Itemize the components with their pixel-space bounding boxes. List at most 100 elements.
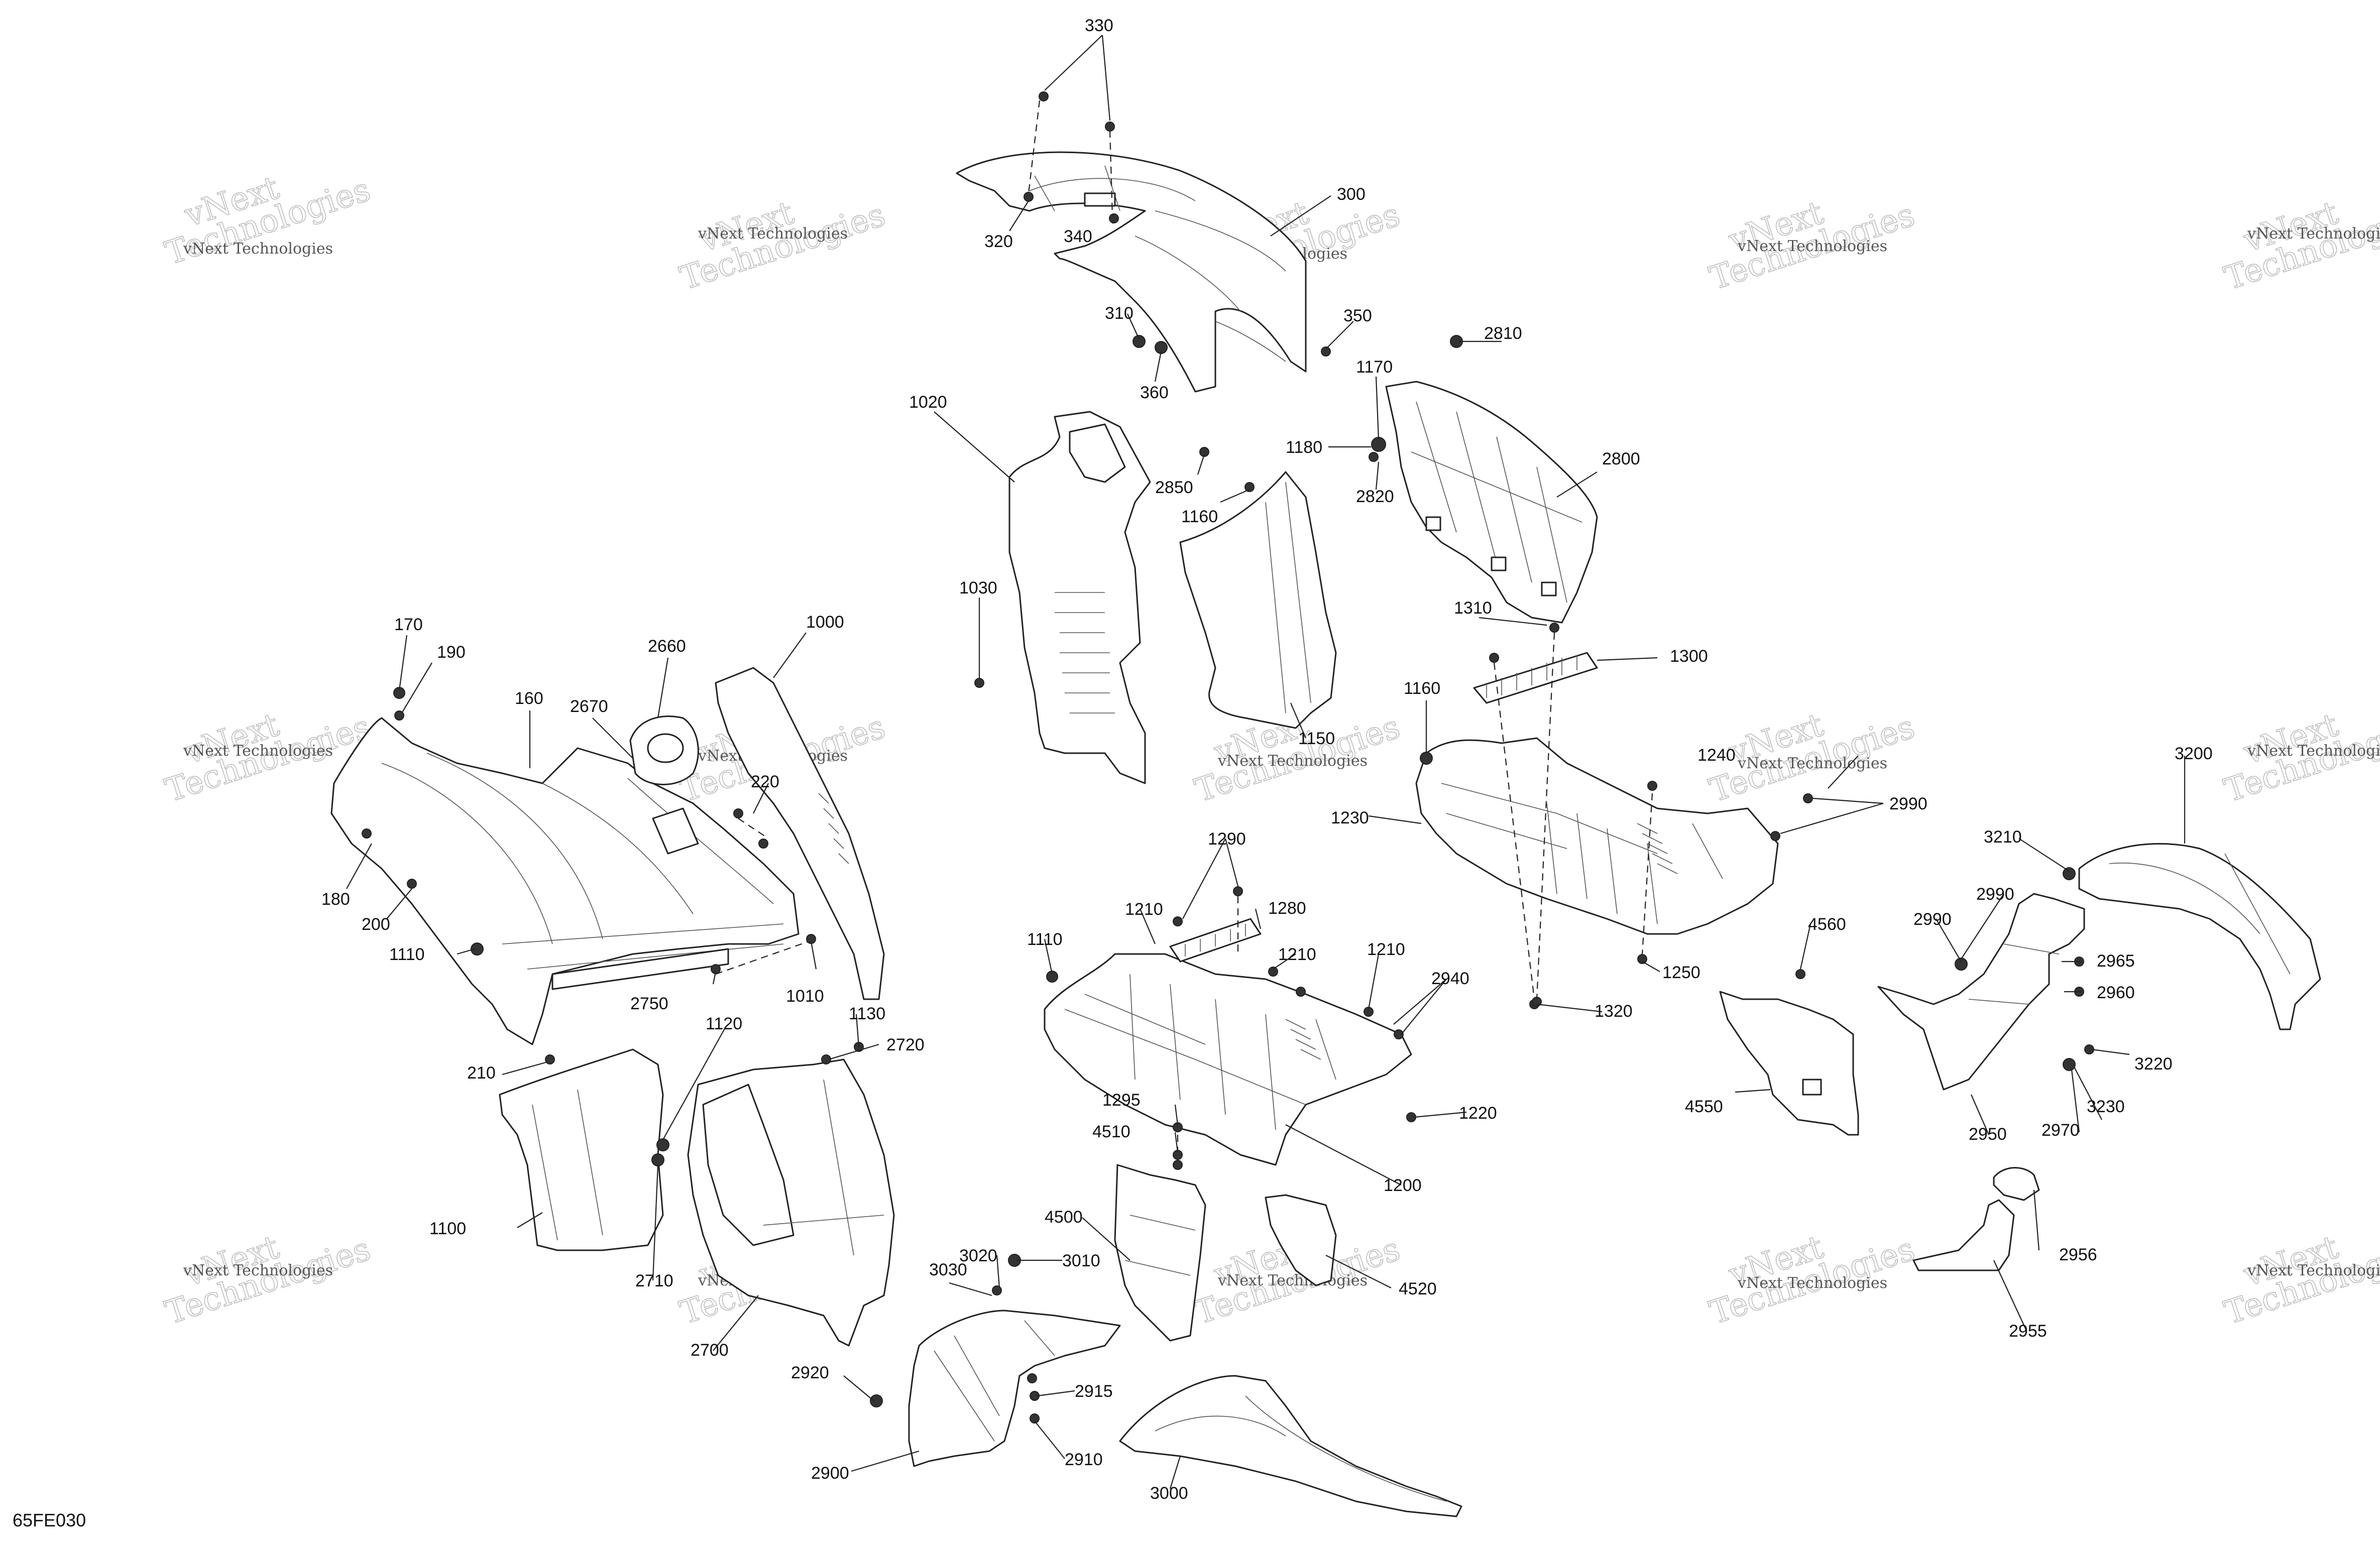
- watermark-caption-4: vNext Technologies: [1737, 238, 1887, 255]
- svg-text:vNext Technologies: vNext Technologies: [698, 225, 848, 243]
- part-1020-inner-panel: [1008, 411, 1151, 784]
- callout-210: 210: [467, 1063, 496, 1083]
- part-4520-lower-panel: [1265, 1194, 1337, 1286]
- callout-2800: 2800: [1602, 449, 1640, 468]
- watermark-mid-right: vNext Technologies: [1705, 706, 1919, 810]
- callout-1300: 1300: [1670, 647, 1708, 666]
- callout-2910: 2910: [1065, 1450, 1103, 1469]
- callout-1290: 1290: [1208, 829, 1246, 849]
- callout-3210: 3210: [1984, 827, 2022, 847]
- callout-4500: 4500: [1045, 1208, 1083, 1227]
- callout-2900: 2900: [811, 1464, 849, 1483]
- callout-1210-a: 1210: [1125, 900, 1163, 919]
- callout-3020: 3020: [959, 1246, 997, 1265]
- callout-1210-c: 1210: [1367, 940, 1405, 959]
- callout-2956: 2956: [2059, 1245, 2097, 1264]
- callout-1010: 1010: [786, 987, 824, 1006]
- part-3200-rear-fender: [2078, 843, 2321, 1030]
- callout-2965: 2965: [2097, 952, 2135, 971]
- callout-2750: 2750: [630, 994, 668, 1013]
- callout-1230: 1230: [1331, 808, 1369, 827]
- callout-200: 200: [362, 915, 390, 934]
- part-1200-center-floor: [1044, 953, 1412, 1166]
- callout-190: 190: [437, 643, 466, 662]
- leader-lines: [346, 35, 2186, 1489]
- part-2950-right-rear-bracket: [1877, 893, 2085, 1091]
- callout-2710: 2710: [635, 1271, 673, 1290]
- callout-320: 320: [984, 232, 1013, 251]
- svg-text:vNext Technologies: vNext Technologies: [2247, 1262, 2380, 1279]
- callout-2810: 2810: [1484, 324, 1522, 343]
- callout-1250: 1250: [1662, 963, 1701, 982]
- part-4550-right-lower-panel: [1719, 991, 1859, 1136]
- callout-170: 170: [394, 615, 423, 634]
- callout-1160-b: 1160: [1404, 679, 1440, 698]
- callout-1170: 1170: [1356, 358, 1393, 377]
- callout-3030: 3030: [929, 1260, 967, 1279]
- watermark-top-right: vNext Technologies: [1705, 194, 1919, 298]
- callout-1180: 1180: [1286, 438, 1322, 457]
- watermark-caption-15: vNext Technologies: [2247, 1262, 2380, 1279]
- part-3000-lower-rear-panel: [1119, 1375, 1462, 1517]
- callout-360: 360: [1140, 383, 1169, 402]
- svg-text:vNext Technologies: vNext Technologies: [183, 742, 333, 760]
- callout-2990-a: 2990: [1889, 794, 1928, 813]
- watermark-caption-14: vNext Technologies: [1737, 1274, 1887, 1292]
- callout-1320: 1320: [1595, 1002, 1633, 1021]
- callout-2820: 2820: [1356, 487, 1394, 506]
- watermark-caption-9: vNext Technologies: [1737, 755, 1887, 772]
- svg-text:vNext Technologies: vNext Technologies: [1217, 1272, 1368, 1289]
- part-300-front-top-cover: [956, 151, 1307, 393]
- watermark-caption-8: vNext Technologies: [1217, 752, 1368, 770]
- callout-4510: 4510: [1092, 1122, 1130, 1141]
- callout-1120: 1120: [706, 1014, 742, 1033]
- part-1150-side-panel: [1179, 471, 1337, 729]
- part-2700-left-lower-side: [687, 1058, 895, 1347]
- callout-1220: 1220: [1459, 1104, 1497, 1123]
- callout-220: 220: [751, 772, 779, 791]
- part-1230-right-floor: [1415, 737, 1779, 935]
- part-2956-clamp: [1993, 1167, 2040, 1201]
- callout-1100: 1100: [429, 1219, 466, 1238]
- callout-2960: 2960: [2097, 983, 2135, 1002]
- callout-1000: 1000: [806, 613, 844, 632]
- callout-1110-b: 1110: [389, 945, 425, 964]
- callout-2970: 2970: [2042, 1121, 2080, 1140]
- watermark-bottom-right: vNext Technologies: [1705, 1228, 1919, 1332]
- callout-1200: 1200: [1384, 1176, 1422, 1195]
- watermark-caption-10: vNext Technologies: [2247, 742, 2380, 760]
- watermark-caption-1: vNext Technologies: [183, 240, 333, 258]
- callout-2990-b: 2990: [1976, 885, 2014, 904]
- svg-text:vNext Technologies: vNext Technologies: [2247, 225, 2380, 243]
- watermark-caption-11: vNext Technologies: [183, 1262, 333, 1279]
- callout-3200: 3200: [2175, 744, 2213, 763]
- svg-text:vNext Technologies: vNext Technologies: [1737, 755, 1887, 772]
- callout-2700: 2700: [691, 1341, 729, 1360]
- callout-2660: 2660: [648, 637, 686, 656]
- callout-180: 180: [321, 890, 350, 909]
- callout-2920: 2920: [791, 1363, 829, 1382]
- part-1280-footrest-bracket: [1169, 918, 1262, 963]
- callout-labels: 330 300 320 340 310 350 360 2810 1020 11…: [321, 16, 2213, 1503]
- part-2660-cupholder: [629, 715, 699, 785]
- svg-text:vNext Technologies: vNext Technologies: [2247, 742, 2380, 760]
- callout-3000: 3000: [1150, 1484, 1188, 1503]
- callout-340: 340: [1064, 227, 1092, 246]
- callout-330: 330: [1085, 16, 1113, 35]
- callout-350: 350: [1343, 306, 1372, 325]
- part-2900-lower-front: [908, 1310, 1121, 1467]
- callout-4520: 4520: [1399, 1279, 1437, 1298]
- callout-2990-c: 2990: [1913, 910, 1952, 929]
- callout-2955: 2955: [2009, 1322, 2047, 1341]
- callout-310: 310: [1105, 304, 1134, 323]
- watermark-caption-13: vNext Technologies: [1217, 1272, 1368, 1289]
- part-2955-mud-flap: [1912, 1199, 2015, 1271]
- callout-300: 300: [1337, 185, 1366, 204]
- callout-1150: 1150: [1298, 729, 1335, 748]
- watermark-caption-2: vNext Technologies: [698, 225, 848, 243]
- part-2800-right-front-panel: [1385, 381, 1598, 624]
- part-1100-left-lower-panel: [499, 1048, 664, 1251]
- svg-text:vNext Technologies: vNext Technologies: [1737, 1274, 1887, 1292]
- watermark-caption-5: vNext Technologies: [2247, 225, 2380, 243]
- callout-2950: 2950: [1969, 1125, 2007, 1144]
